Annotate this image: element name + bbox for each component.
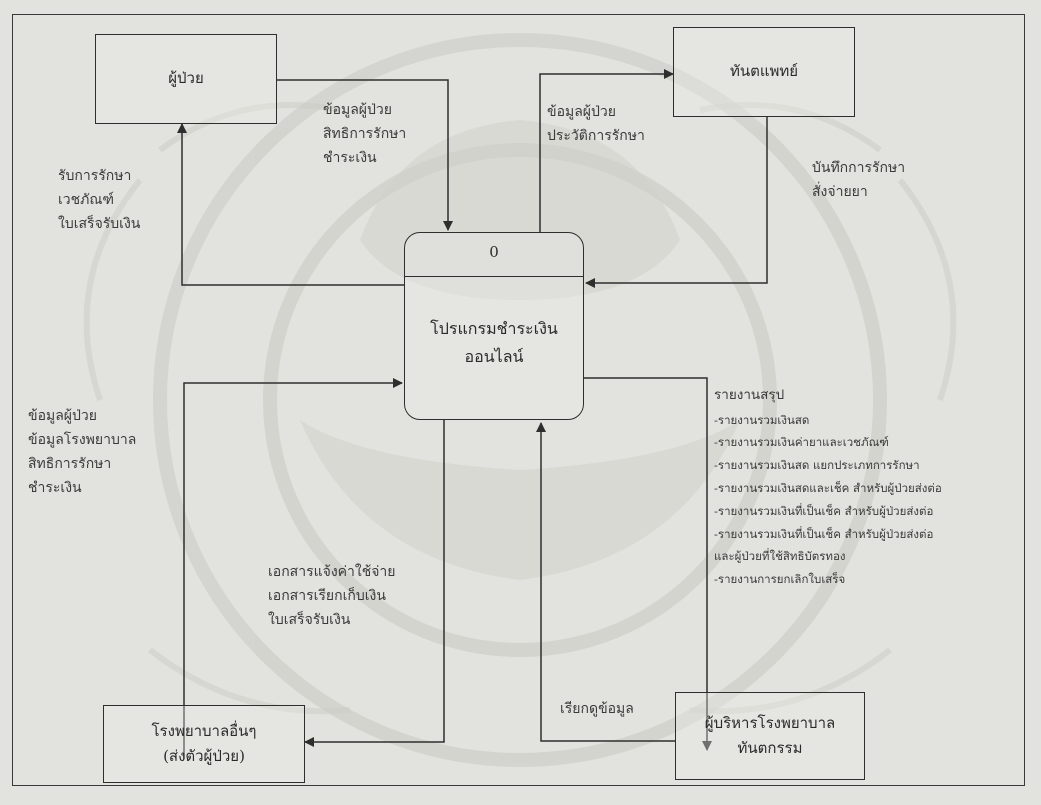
label-line: -รายงานรวมเงินสด แยกประเภทการรักษา bbox=[714, 458, 920, 473]
label-other-to-process: ข้อมูลผู้ป่วย ข้อมูลโรงพยาบาล สิทธิการรั… bbox=[28, 404, 136, 500]
label-line: และผู้ป่วยที่ใช้สิทธิบัตรทอง bbox=[714, 549, 846, 564]
label-process-to-admin: รายงานสรุป -รายงานรวมเงินสด -รายงานรวมเง… bbox=[714, 382, 942, 591]
entity-other-hospital-label-2: (ส่งตัวผู้ป่วย) bbox=[163, 747, 245, 765]
flow-dentist-to-process bbox=[585, 117, 768, 288]
label-line: รายงานสรุป bbox=[714, 387, 785, 403]
flow-admin-to-process bbox=[536, 422, 675, 742]
process-name-line-2: ออนไลน์ bbox=[464, 347, 524, 366]
label-line: ชำระเงิน bbox=[323, 150, 377, 167]
label-line: -รายงานรวมเงินค่ายาและเวชภัณฑ์ bbox=[714, 435, 889, 450]
label-line: สั่งจ่ายยา bbox=[812, 184, 868, 201]
label-line: บันทึกการรักษา bbox=[812, 160, 906, 176]
flow-patient-to-process bbox=[277, 79, 453, 231]
label-line: เวชภัณฑ์ bbox=[58, 192, 114, 209]
label-line: ข้อมูลผู้ป่วย bbox=[547, 104, 616, 120]
process-name: โปรแกรมชำระเงิน ออนไลน์ bbox=[405, 315, 583, 371]
label-line: รับการรักษา bbox=[58, 168, 132, 184]
label-line: ประวัติการรักษา bbox=[547, 128, 645, 145]
entity-admin-label-1: ผู้บริหารโรงพยาบาล bbox=[704, 713, 836, 732]
process-id: 0 bbox=[489, 243, 499, 261]
label-line: -รายงานการยกเลิกใบเสร็จ bbox=[714, 572, 846, 587]
entity-patient-label: ผู้ป่วย bbox=[168, 69, 204, 88]
entity-dentist-label: ทันตแพทย์ bbox=[729, 62, 799, 81]
label-admin-to-process: เรียกดูข้อมูล bbox=[560, 697, 634, 721]
flow-other-to-process bbox=[183, 378, 403, 759]
entity-patient: ผู้ป่วย bbox=[95, 34, 277, 124]
entity-other-hospital-label-1: โรงพยาบาลอื่นๆ bbox=[151, 721, 257, 740]
label-line: เอกสารแจ้งค่าใช้จ่าย bbox=[268, 564, 396, 580]
label-line: -รายงานรวมเงินที่เป็นเช็ค สำหรับผู้ป่วยส… bbox=[714, 503, 934, 518]
diagram-frame bbox=[12, 14, 1025, 786]
process-name-line-1: โปรแกรมชำระเงิน bbox=[430, 319, 558, 338]
label-line: ชำระเงิน bbox=[28, 480, 82, 497]
label-line: เอกสารเรียกเก็บเงิน bbox=[268, 588, 386, 605]
entity-admin-label-2: ทันตกรรม bbox=[737, 739, 803, 757]
label-line: ข้อมูลผู้ป่วย bbox=[323, 102, 392, 118]
label-patient-to-process: ข้อมูลผู้ป่วย สิทธิการรักษา ชำระเงิน bbox=[323, 98, 406, 170]
label-line: -รายงานรวมเงินสด bbox=[714, 412, 810, 427]
entity-hospital-admin: ผู้บริหารโรงพยาบาล ทันตกรรม bbox=[675, 692, 865, 780]
process-online-payment: 0 โปรแกรมชำระเงิน ออนไลน์ bbox=[404, 232, 584, 420]
flow-process-to-other bbox=[304, 420, 445, 747]
label-dentist-to-process: บันทึกการรักษา สั่งจ่ายยา bbox=[812, 156, 905, 204]
label-line: -รายงานรวมเงินที่เป็นเช็ค สำหรับผู้ป่วยส… bbox=[714, 526, 934, 541]
label-line: ใบเสร็จรับเงิน bbox=[268, 612, 351, 629]
label-line: -รายงานรวมเงินสดและเช็ค สำหรับผู้ป่วยส่ง… bbox=[714, 481, 942, 496]
label-process-to-patient: รับการรักษา เวชภัณฑ์ ใบเสร็จรับเงิน bbox=[58, 164, 140, 236]
entity-dentist: ทันตแพทย์ bbox=[673, 27, 855, 117]
label-line: สิทธิการรักษา bbox=[28, 456, 112, 473]
process-divider bbox=[405, 276, 583, 277]
label-line: เรียกดูข้อมูล bbox=[560, 701, 634, 717]
label-line: ข้อมูลผู้ป่วย bbox=[28, 408, 97, 424]
label-line: สิทธิการรักษา bbox=[323, 126, 407, 143]
flow-process-to-patient bbox=[177, 123, 404, 286]
flow-process-to-dentist bbox=[539, 69, 674, 232]
label-process-to-dentist: ข้อมูลผู้ป่วย ประวัติการรักษา bbox=[547, 100, 645, 148]
flow-process-to-admin bbox=[584, 377, 712, 751]
label-line: ใบเสร็จรับเงิน bbox=[58, 216, 141, 233]
label-line: ข้อมูลโรงพยาบาล bbox=[28, 432, 137, 449]
entity-other-hospital: โรงพยาบาลอื่นๆ (ส่งตัวผู้ป่วย) bbox=[103, 705, 305, 783]
label-process-to-other: เอกสารแจ้งค่าใช้จ่าย เอกสารเรียกเก็บเงิน… bbox=[268, 560, 396, 632]
